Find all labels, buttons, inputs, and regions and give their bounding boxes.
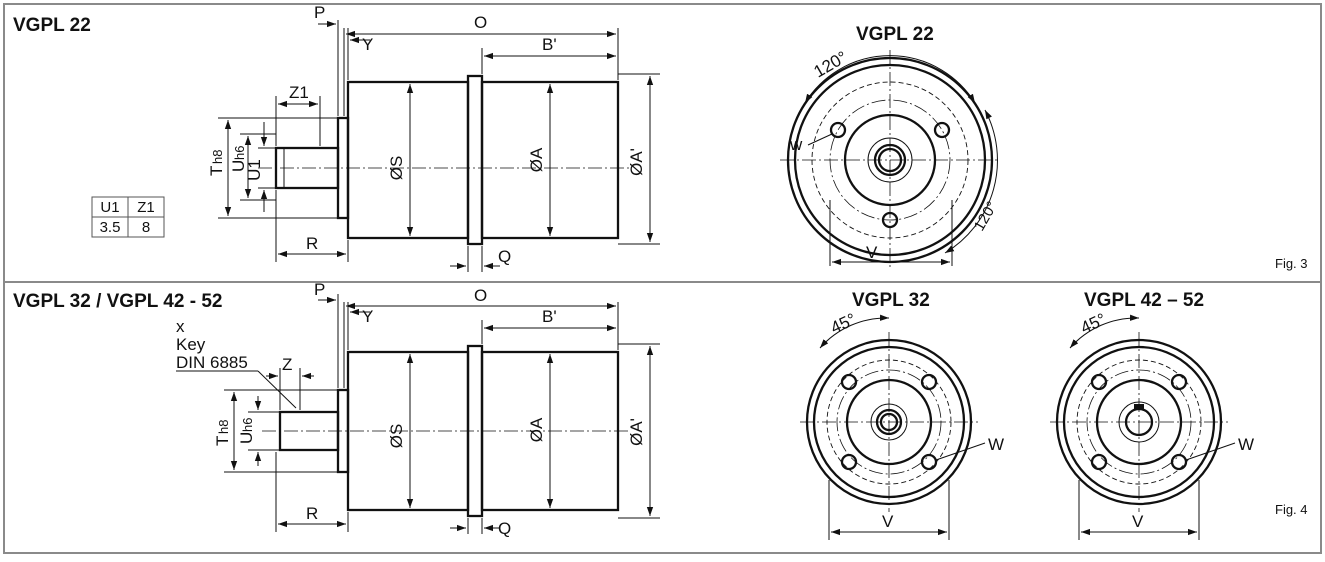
fig4-dim-U-sub: h6 <box>240 418 255 432</box>
fig4-dim-S: ØS <box>387 424 406 449</box>
fig3-body-right <box>480 80 620 240</box>
fig3-title: VGPL 22 <box>13 15 91 36</box>
fig4-dim-T-sub: h8 <box>216 420 231 434</box>
fig4-title: VGPL 32 / VGPL 42 - 52 <box>13 291 222 312</box>
fig3-dim-Z1: Z1 <box>289 83 309 102</box>
fig4-key-din: DIN 6885 <box>176 353 248 372</box>
fig4-dim-O: O <box>474 286 487 305</box>
fig3-label: Fig. 3 <box>1275 256 1308 271</box>
fig4-side-view: VGPL 32 / VGPL 42 - 52 x Key DIN 6885 ØS… <box>13 280 660 538</box>
fig3-dim-U-sub: h6 <box>232 146 247 160</box>
fig3-dim-A: ØA <box>527 147 546 172</box>
fig3-dim-V: V <box>866 243 878 262</box>
fig4-front-title-a: VGPL 32 <box>852 290 930 311</box>
fig3-side-view: VGPL 22 ØS ØA ØA' T h8 U h6 <box>13 3 660 272</box>
fig4-angle-b: 45° <box>1078 310 1109 338</box>
fig3-dim-R: R <box>306 234 318 253</box>
fig3-dim-O: O <box>474 13 487 32</box>
fig3-dim-U: U <box>229 160 248 172</box>
fig3-dim-P: P <box>314 3 325 22</box>
fig4-dim-W-a: W <box>988 435 1004 454</box>
fig3-front-title: VGPL 22 <box>856 24 934 45</box>
fig4-dim-U: U <box>237 432 256 444</box>
fig3-dim-w: w <box>789 135 803 154</box>
fig4-dim-P: P <box>314 280 325 299</box>
fig4-label: Fig. 4 <box>1275 502 1308 517</box>
fig3-dim-T-sub: h8 <box>210 150 225 164</box>
fig4-dim-Z: Z <box>282 355 292 374</box>
fig3-dim-S: ØS <box>387 156 406 181</box>
fig4-dim-B-prime: B' <box>542 307 557 326</box>
fig4-dim-A-prime: ØA' <box>627 418 646 446</box>
fig4-dim-V-a: V <box>882 512 894 531</box>
sheet-frame <box>3 3 1322 554</box>
fig4-dim-R: R <box>306 504 318 523</box>
fig3-table-header-z1: Z1 <box>137 199 155 216</box>
fig4-front-view-vgpl32: VGPL 32 45° W V <box>800 290 1004 540</box>
fig3-dim-T: T <box>207 166 226 176</box>
fig3-table-value-u1: 3.5 <box>100 219 121 236</box>
fig4-dim-A: ØA <box>527 417 546 442</box>
fig3-table-header-u1: U1 <box>100 199 119 216</box>
fig4-dim-T: T <box>213 436 232 446</box>
fig3-table-value-z1: 8 <box>142 219 150 236</box>
fig3-front-view: VGPL 22 120° 120° w V Fig. 3 <box>780 24 1308 271</box>
fig4-key-label: Key <box>176 335 206 354</box>
fig4-dim-V-b: V <box>1132 512 1144 531</box>
fig3-flange-ring <box>466 74 484 246</box>
fig3-dim-A-prime: ØA' <box>627 148 646 176</box>
fig4-front-title-b: VGPL 42 – 52 <box>1084 290 1204 311</box>
fig3-body-left <box>346 80 470 240</box>
fig4-dim-Q: Q <box>498 519 511 538</box>
fig4-dim-W-b: W <box>1238 435 1254 454</box>
fig4-front-view-vgpl42-52: VGPL 42 – 52 45° W V Fig. 4 <box>1050 290 1308 540</box>
fig4-dim-Y: Y <box>362 307 373 326</box>
fig3-dim-Q: Q <box>498 247 511 266</box>
fig3-dim-B-prime: B' <box>542 35 557 54</box>
fig4-key-x: x <box>176 317 185 336</box>
fig3-table: U1 Z1 3.5 8 <box>91 196 165 238</box>
fig3-dim-U1: U1 <box>245 159 264 181</box>
fig4-angle-a: 45° <box>828 310 859 338</box>
fig3-dim-Y: Y <box>362 35 373 54</box>
